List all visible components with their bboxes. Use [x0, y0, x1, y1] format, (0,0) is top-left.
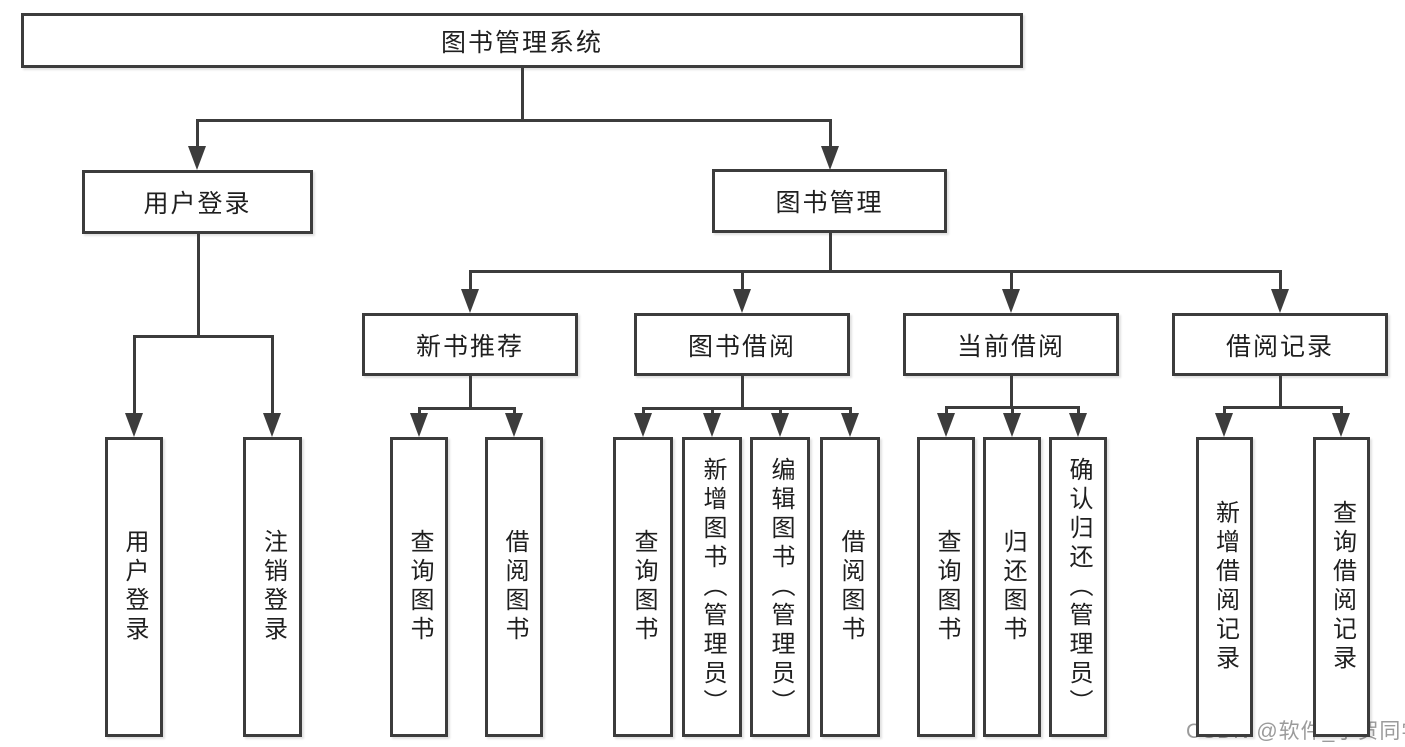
edge-stem-current-borrowing	[1009, 376, 1013, 409]
node-leaf-return-books: 归还图书	[983, 437, 1041, 737]
arrowhead-borrowing-records	[1332, 413, 1350, 437]
node-book-management: 图书管理	[712, 169, 947, 233]
node-label-user-login: 用户登录	[143, 190, 252, 218]
node-label-leaf-query-borrow-record: 查询借阅记录	[1328, 500, 1356, 674]
node-label-current-borrowing: 当前借阅	[956, 332, 1065, 361]
node-leaf-query-borrow-record: 查询借阅记录	[1313, 437, 1370, 737]
node-leaf-user-login: 用户登录	[105, 437, 163, 737]
node-leaf-query-books-1: 查询图书	[390, 437, 448, 737]
arrowhead-book-borrowing	[771, 413, 789, 437]
edge-drop-user-login	[270, 335, 274, 425]
node-leaf-confirm-return: 确认归还（管理员）	[1049, 437, 1107, 737]
edge-bus-root	[195, 119, 832, 122]
node-leaf-query-books-3: 查询图书	[917, 437, 975, 737]
arrowhead-borrowing-records	[1215, 413, 1233, 437]
arrowhead-new-book-recommend	[505, 413, 523, 437]
edge-stem-book-borrowing	[740, 376, 744, 410]
edge-stem-book-management	[828, 233, 832, 273]
node-label-book-management: 图书管理	[775, 189, 884, 217]
edge-drop-root	[195, 119, 199, 158]
arrowhead-root	[821, 146, 839, 170]
node-label-leaf-edit-books: 编辑图书（管理员）	[767, 456, 794, 718]
edge-bus-user-login	[132, 335, 274, 338]
edge-bus-new-book-recommend	[417, 407, 516, 410]
arrowhead-book-borrowing	[634, 413, 652, 437]
node-leaf-logout: 注销登录	[243, 437, 302, 737]
node-leaf-add-borrow-record: 新增借阅记录	[1196, 437, 1253, 737]
node-leaf-borrow-books-1: 借阅图书	[485, 437, 543, 737]
node-leaf-query-books-2: 查询图书	[613, 437, 673, 737]
arrowhead-book-management	[733, 289, 751, 313]
arrowhead-current-borrowing	[1069, 413, 1087, 437]
node-label-leaf-user-login: 用户登录	[121, 529, 148, 645]
edge-bus-book-management	[468, 270, 1282, 273]
node-leaf-add-books: 新增图书（管理员）	[682, 437, 742, 737]
edge-bus-book-borrowing	[641, 407, 852, 410]
arrowhead-user-login	[263, 413, 281, 437]
node-label-leaf-query-books-3: 查询图书	[933, 529, 960, 645]
node-label-leaf-confirm-return: 确认归还（管理员）	[1065, 456, 1092, 718]
node-label-root: 图书管理系统	[440, 28, 603, 57]
node-user-login: 用户登录	[82, 170, 313, 234]
node-label-leaf-borrow-books-2: 借阅图书	[837, 529, 864, 645]
node-label-leaf-query-books-2: 查询图书	[630, 529, 657, 645]
edge-drop-book-management	[1009, 270, 1013, 301]
node-leaf-borrow-books-2: 借阅图书	[820, 437, 880, 737]
node-label-leaf-borrow-books-1: 借阅图书	[501, 529, 528, 645]
node-label-book-borrowing: 图书借阅	[687, 332, 796, 361]
node-label-borrowing-records: 借阅记录	[1225, 332, 1334, 361]
node-label-leaf-logout: 注销登录	[259, 529, 287, 645]
edge-stem-user-login	[196, 234, 200, 338]
arrowhead-current-borrowing	[1003, 413, 1021, 437]
node-root: 图书管理系统	[21, 13, 1023, 68]
arrowhead-book-management	[1002, 289, 1020, 313]
edge-drop-book-management	[740, 270, 744, 301]
edge-stem-root	[520, 68, 524, 122]
edge-stem-new-book-recommend	[468, 376, 472, 410]
node-label-leaf-query-books-1: 查询图书	[406, 529, 433, 645]
arrowhead-book-management	[461, 289, 479, 313]
arrowhead-book-borrowing	[703, 413, 721, 437]
edge-drop-book-management	[1278, 270, 1282, 301]
edge-drop-root	[828, 119, 832, 158]
node-label-leaf-return-books: 归还图书	[999, 529, 1026, 645]
arrowhead-root	[188, 146, 206, 170]
edge-stem-borrowing-records	[1278, 376, 1282, 409]
node-label-new-book-recommend: 新书推荐	[415, 332, 524, 361]
arrowhead-book-management	[1271, 289, 1289, 313]
node-label-leaf-add-borrow-record: 新增借阅记录	[1211, 500, 1239, 674]
edge-bus-borrowing-records	[1222, 406, 1343, 409]
arrowhead-book-borrowing	[841, 413, 859, 437]
node-current-borrowing: 当前借阅	[903, 313, 1119, 376]
arrowhead-new-book-recommend	[410, 413, 428, 437]
node-new-book-recommend: 新书推荐	[362, 313, 578, 376]
node-borrowing-records: 借阅记录	[1172, 313, 1388, 376]
node-book-borrowing: 图书借阅	[634, 313, 850, 376]
arrowhead-current-borrowing	[937, 413, 955, 437]
edge-drop-user-login	[132, 335, 136, 425]
node-label-leaf-add-books: 新增图书（管理员）	[699, 456, 726, 718]
arrowhead-user-login	[125, 413, 143, 437]
node-leaf-edit-books: 编辑图书（管理员）	[750, 437, 810, 737]
edge-drop-book-management	[468, 270, 472, 301]
